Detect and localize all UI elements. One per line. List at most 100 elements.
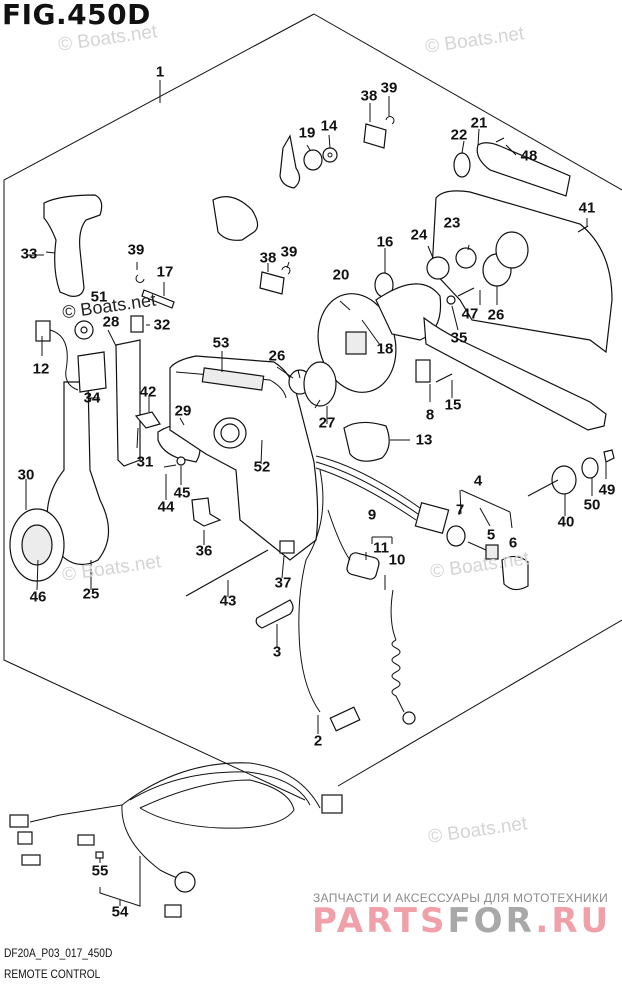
part-23-oring — [455, 247, 477, 269]
callout-45[interactable]: 45 — [173, 484, 191, 502]
part-12-switch — [35, 320, 51, 342]
part-13-buzzer — [343, 421, 390, 462]
part-15-screw — [435, 373, 453, 383]
callout-39c[interactable]: 39 — [127, 241, 145, 259]
callout-37[interactable]: 37 — [274, 574, 292, 592]
callout-42[interactable]: 42 — [139, 383, 157, 401]
callout-10[interactable]: 10 — [388, 551, 406, 569]
part-53-label — [201, 367, 265, 391]
callout-14[interactable]: 14 — [320, 117, 338, 135]
part-side-rail — [423, 316, 607, 431]
part-38-plate-top — [363, 123, 387, 149]
callout-25[interactable]: 25 — [82, 585, 100, 603]
callout-44[interactable]: 44 — [157, 498, 175, 516]
callout-26b[interactable]: 26 — [487, 306, 505, 324]
callout-5[interactable]: 5 — [486, 526, 496, 544]
callout-15[interactable]: 15 — [444, 396, 462, 414]
callout-4[interactable]: 4 — [473, 472, 483, 490]
callout-32[interactable]: 32 — [153, 316, 171, 334]
shop-tagline: ЗАПЧАСТИ И АКСЕССУАРЫ ДЛЯ МОТОТЕХНИКИ — [313, 891, 609, 905]
callout-38b[interactable]: 38 — [259, 249, 277, 267]
part-22-seal — [453, 152, 471, 178]
assembly-frame — [3, 13, 315, 801]
callout-3[interactable]: 3 — [272, 643, 282, 661]
callout-46[interactable]: 46 — [29, 588, 47, 606]
part-35-washer — [446, 295, 456, 305]
callout-23[interactable]: 23 — [443, 214, 461, 232]
callout-20[interactable]: 20 — [332, 266, 350, 284]
callout-35[interactable]: 35 — [450, 329, 468, 347]
callout-49[interactable]: 49 — [598, 481, 616, 499]
callout-13[interactable]: 13 — [415, 431, 433, 449]
callout-2[interactable]: 2 — [313, 732, 323, 750]
part-cam-bracket — [212, 196, 259, 241]
part-47-screw — [457, 287, 475, 297]
callout-19[interactable]: 19 — [298, 124, 316, 142]
callout-36[interactable]: 36 — [195, 542, 213, 560]
shop-logo-part1: PARTS — [312, 901, 448, 941]
part-54-harness — [121, 762, 321, 809]
callout-54[interactable]: 54 — [111, 903, 129, 921]
part-5-key — [485, 544, 499, 560]
callout-9[interactable]: 9 — [367, 506, 377, 524]
harness-round-connector — [174, 871, 196, 893]
callout-43[interactable]: 43 — [219, 592, 237, 610]
part-34-bracket — [77, 351, 107, 393]
assembly-frame — [313, 13, 622, 191]
part-8-switch — [415, 359, 431, 383]
callout-33[interactable]: 33 — [20, 245, 38, 263]
harness-connector — [77, 834, 95, 846]
callout-6[interactable]: 6 — [508, 534, 518, 552]
part-46-emblem — [21, 524, 53, 566]
callout-7[interactable]: 7 — [455, 501, 465, 519]
callout-50[interactable]: 50 — [583, 496, 601, 514]
callout-52[interactable]: 52 — [253, 458, 271, 476]
part-19-bushing — [303, 149, 323, 171]
callout-12[interactable]: 12 — [32, 360, 50, 378]
callout-53[interactable]: 53 — [212, 334, 230, 352]
part-33-handle-grip — [43, 194, 103, 297]
callout-16[interactable]: 16 — [376, 233, 394, 251]
shop-logo-part3: .RU — [535, 901, 612, 941]
callout-1[interactable]: 1 — [155, 63, 165, 81]
callout-48[interactable]: 48 — [520, 147, 538, 165]
callout-41[interactable]: 41 — [578, 199, 596, 217]
harness-connector — [9, 814, 29, 828]
part-3-plate — [255, 599, 294, 629]
callout-51[interactable]: 51 — [90, 288, 108, 306]
callout-29[interactable]: 29 — [174, 402, 192, 420]
harness-connector — [164, 904, 182, 918]
callout-27[interactable]: 27 — [318, 414, 336, 432]
callout-34[interactable]: 34 — [83, 389, 101, 407]
callout-24[interactable]: 24 — [410, 226, 428, 244]
callout-38a[interactable]: 38 — [360, 87, 378, 105]
part-21-strip — [476, 142, 571, 197]
callout-18[interactable]: 18 — [376, 340, 394, 358]
callout-39b[interactable]: 39 — [280, 243, 298, 261]
callout-8[interactable]: 8 — [425, 406, 435, 424]
callout-30[interactable]: 30 — [17, 466, 35, 484]
part-55-fuse — [95, 851, 104, 859]
callout-11[interactable]: 11 — [373, 539, 389, 557]
harness-connector — [21, 854, 41, 866]
callout-31[interactable]: 31 — [136, 453, 154, 471]
callout-26a[interactable]: 26 — [268, 347, 286, 365]
callout-47[interactable]: 47 — [461, 305, 479, 323]
part-6-cap — [501, 555, 529, 591]
callout-17[interactable]: 17 — [156, 263, 174, 281]
callout-40[interactable]: 40 — [557, 513, 575, 531]
part-49-nut — [603, 449, 615, 463]
part-17-pin — [141, 289, 175, 309]
callout-55[interactable]: 55 — [91, 862, 109, 880]
part-43-bolt — [185, 549, 269, 597]
part-21-cover-plate — [431, 190, 613, 354]
part-25-lever-arm — [46, 381, 110, 566]
figure-name: REMOTE CONTROL — [4, 967, 101, 981]
part-36-clip — [191, 497, 222, 527]
callout-22[interactable]: 22 — [450, 126, 468, 144]
callout-21[interactable]: 21 — [470, 114, 488, 132]
callout-39a[interactable]: 39 — [380, 79, 398, 97]
callout-28[interactable]: 28 — [102, 313, 120, 331]
part-27-ring — [303, 361, 337, 407]
